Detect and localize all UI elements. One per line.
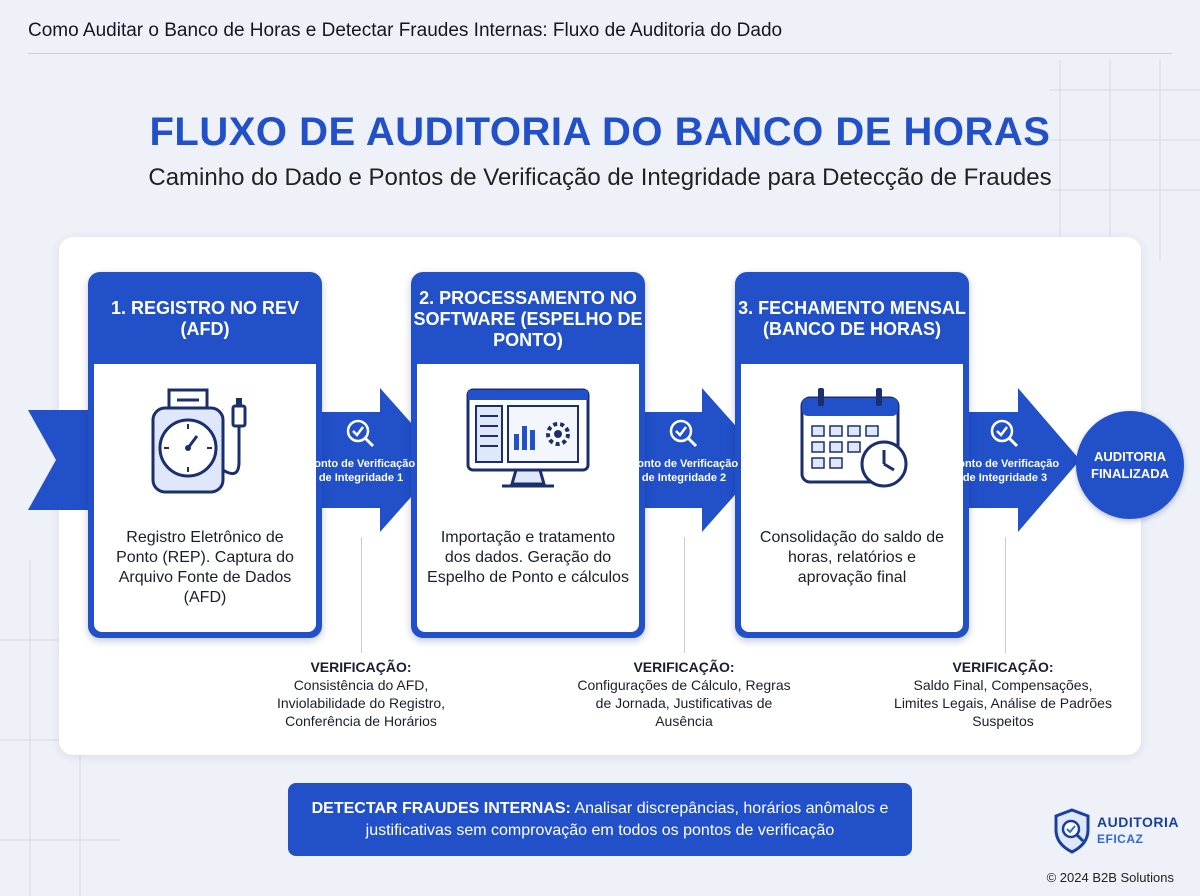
flow-arrow-2 [638, 388, 766, 532]
step-description: Registro Eletrônico de Ponto (REP). Capt… [116, 529, 294, 606]
fraud-detection-banner: DETECTAR FRAUDES INTERNAS: Analisar disc… [288, 783, 912, 856]
step-body: Importação e tratamento dos dados. Geraç… [417, 364, 639, 632]
page-title: Como Auditar o Banco de Horas e Detectar… [28, 20, 783, 41]
flow-arrow-3 [962, 388, 1080, 532]
verification-1: VERIFICAÇÃO: Consistência do AFD, Inviol… [251, 658, 471, 730]
magnifier-check-icon [669, 419, 698, 448]
verification-text: Saldo Final, Compensações, Limites Legai… [894, 677, 1112, 729]
shield-magnifier-icon [1054, 808, 1090, 854]
diagram-subtitle: Caminho do Dado e Pontos de Verificação … [148, 164, 1052, 191]
step-card-2: 2. PROCESSAMENTO NO SOFTWARE (ESPELHO DE… [411, 272, 645, 638]
step-title: 1. REGISTRO NO REV (AFD) [110, 298, 300, 339]
verification-text: Consistência do AFD, Inviolabilidade do … [276, 677, 446, 729]
verification-title: VERIFICAÇÃO: [952, 659, 1054, 675]
copyright: © 2024 B2B Solutions [1046, 870, 1174, 885]
final-node: AUDITORIA FINALIZADA [1076, 411, 1184, 519]
checkpoint-2: Ponto de Verificação de Integridade 2 [629, 418, 739, 485]
logo-line-1: AUDITORIA [1097, 814, 1180, 830]
banner-text: Analisar discrepâncias, horários anômalo… [365, 799, 889, 839]
step-description: Consolidação do saldo de horas, relatóri… [759, 529, 945, 586]
flow-arrow-start [28, 410, 94, 510]
time-clock-icon [151, 388, 247, 494]
calendar-clock-icon [800, 388, 908, 488]
verification-2: VERIFICAÇÃO: Configurações de Cálculo, R… [574, 658, 794, 730]
step-body: Consolidação do saldo de horas, relatóri… [741, 364, 963, 632]
verification-3: VERIFICAÇÃO: Saldo Final, Compensações, … [893, 658, 1113, 730]
step-body: Registro Eletrônico de Ponto (REP). Capt… [94, 364, 316, 632]
diagram-title: FLUXO DE AUDITORIA DO BANCO DE HORAS [149, 110, 1051, 154]
banner-heading: DETECTAR FRAUDES INTERNAS: [311, 799, 571, 817]
connector-line-2 [684, 537, 685, 653]
step-card-1: 1. REGISTRO NO REV (AFD) Registro Eletrô… [88, 272, 322, 638]
logo-line-2: EFICAZ [1097, 832, 1144, 846]
magnifier-check-icon [990, 419, 1019, 448]
connector-line-3 [1005, 537, 1006, 653]
verification-title: VERIFICAÇÃO: [633, 659, 735, 675]
checkpoint-label: Ponto de Verificação de Integridade 1 [306, 458, 416, 484]
checkpoint-1: Ponto de Verificação de Integridade 1 [306, 418, 416, 485]
magnifier-check-icon [346, 419, 375, 448]
grid-decoration-right [1050, 60, 1200, 260]
step-title: 3. FECHAMENTO MENSAL (BANCO DE HORAS) [738, 298, 966, 339]
step-description: Importação e tratamento dos dados. Geraç… [427, 529, 629, 586]
connector-line-1 [361, 537, 362, 653]
verification-text: Configurações de Cálculo, Regras de Jorn… [577, 677, 791, 729]
title-divider [28, 53, 1172, 54]
checkpoint-3: Ponto de Verificação de Integridade 3 [950, 418, 1060, 485]
final-node-label: AUDITORIA FINALIZADA [1091, 449, 1169, 481]
checkpoint-label: Ponto de Verificação de Integridade 2 [629, 458, 739, 484]
brand-logo: AUDITORIA EFICAZ [1052, 808, 1192, 856]
checkpoint-label: Ponto de Verificação de Integridade 3 [950, 458, 1060, 484]
step-title: 2. PROCESSAMENTO NO SOFTWARE (ESPELHO DE… [413, 287, 643, 350]
step-card-3: 3. FECHAMENTO MENSAL (BANCO DE HORAS) Co… [735, 272, 969, 638]
monitor-dashboard-icon [466, 388, 590, 488]
verification-title: VERIFICAÇÃO: [310, 659, 412, 675]
